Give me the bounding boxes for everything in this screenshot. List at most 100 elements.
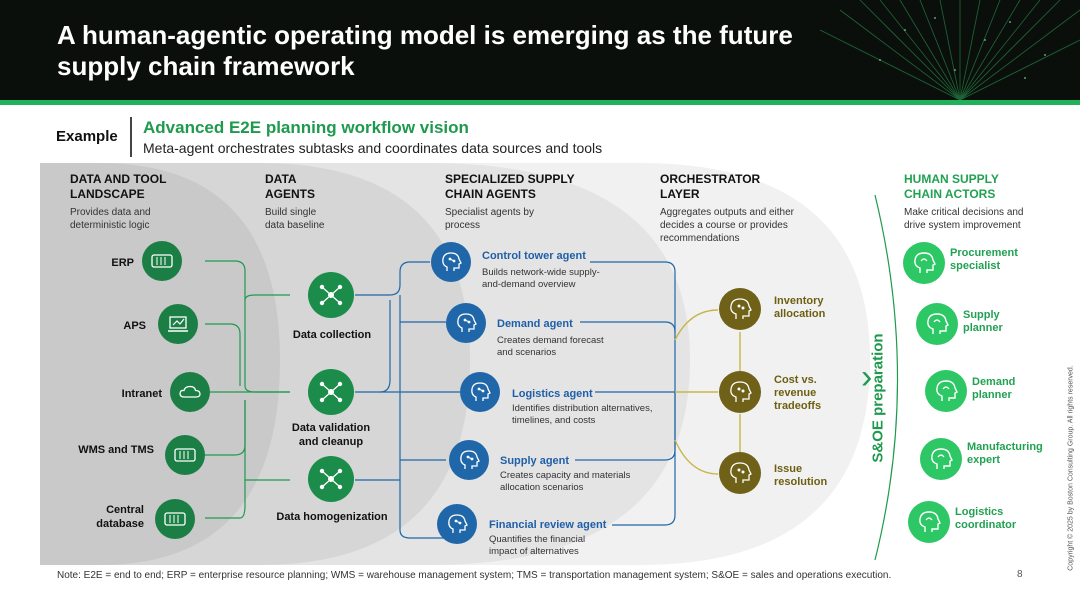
connector-central	[205, 400, 246, 519]
ai-head-icon	[460, 450, 480, 469]
network-icon	[319, 468, 343, 490]
col-desc-data-tools: Provides data and deterministic logic	[70, 207, 151, 231]
demand-planner-node	[925, 370, 967, 412]
source-erp-node	[142, 241, 182, 281]
example-divider	[130, 117, 132, 157]
ai-head-icon	[730, 381, 752, 402]
procurement-specialist-node	[903, 242, 945, 284]
source-central-node	[155, 499, 195, 539]
footnote: Note: E2E = end to end; ERP = enterprise…	[57, 570, 892, 581]
connector-ct-out	[590, 261, 676, 392]
example-label: Example	[56, 128, 118, 145]
demand-agent-desc: Creates demand forecast and scenarios	[497, 335, 604, 358]
cost-revenue-node	[719, 371, 761, 413]
supply-agent-title: Supply agent	[500, 455, 570, 467]
human-head-icon	[919, 511, 941, 532]
connector-da-trunk	[355, 261, 430, 296]
cost-revenue-label: Cost vs. revenue tradeoffs	[774, 374, 822, 412]
supply-agent-desc: Creates capacity and materials allocatio…	[500, 470, 631, 493]
logistics-coordinator-node	[908, 501, 950, 543]
source-aps-node	[158, 304, 198, 344]
source-label-wms: WMS and TMS	[78, 444, 154, 456]
server-icon	[174, 448, 196, 462]
ai-head-icon	[457, 313, 477, 332]
procurement-specialist-label: Procurement specialist	[950, 247, 1018, 272]
col-desc-data-agents: Build single data baseline	[265, 207, 325, 231]
control-tower-agent-desc: Builds network-wide supply-and-demand ov…	[482, 267, 600, 290]
data-validation-label: Data validation and cleanup	[291, 422, 371, 448]
demand-planner-label: Demand planner	[972, 376, 1016, 401]
logistics-agent-title: Logistics agent	[512, 388, 593, 400]
page-number: 8	[1017, 569, 1023, 580]
server-icon	[164, 512, 186, 526]
laptop-chart-icon	[168, 316, 188, 332]
col-heading-data-agents: DATA AGENTS	[265, 172, 316, 201]
header-banner: A human-agentic operating model is emerg…	[0, 0, 1080, 100]
panel-data-tools	[40, 163, 280, 565]
connector-orch-inventory	[674, 309, 719, 341]
human-head-icon	[931, 448, 953, 469]
manufacturing-expert-node	[920, 438, 962, 480]
supply-planner-label: Supply planner	[963, 309, 1003, 334]
human-arc	[874, 194, 899, 561]
logistics-agent-node	[460, 372, 500, 412]
human-head-icon	[927, 313, 949, 334]
connector-fin-out	[612, 392, 676, 526]
inventory-allocation-label: Inventory allocation	[774, 295, 826, 320]
header-decoration	[819, 0, 1080, 100]
copyright-text: Copyright © 2025 by Boston Consulting Gr…	[1067, 365, 1075, 571]
network-icon	[319, 284, 343, 306]
logistics-coordinator-label: Logistics coordinator	[955, 506, 1017, 531]
issue-resolution-node	[719, 452, 761, 494]
col-heading-data-tools: DATA AND TOOL LANDSCAPE	[70, 172, 167, 201]
logistics-agent-desc: Identifies distribution alternatives, ti…	[512, 403, 653, 426]
col-desc-orchestrator: Aggregates outputs and either decides a …	[660, 207, 794, 244]
ai-head-icon	[471, 382, 491, 401]
demand-agent-node	[446, 303, 486, 343]
demand-agent-title: Demand agent	[497, 318, 573, 330]
manufacturing-expert-label: Manufacturing expert	[967, 441, 1043, 466]
ai-head-icon	[730, 298, 752, 319]
human-head-icon	[914, 252, 936, 273]
human-head-icon	[936, 380, 958, 401]
source-intranet-node	[170, 372, 210, 412]
col-heading-orchestrator: ORCHESTRATOR LAYER	[660, 172, 761, 201]
col-desc-specialized: Specialist agents by process	[445, 207, 534, 231]
source-label-aps: APS	[123, 320, 146, 332]
server-icon	[151, 254, 173, 268]
source-label-central: Central database	[96, 504, 144, 530]
ai-head-icon	[448, 514, 468, 533]
chevron-right-icon: ›	[861, 358, 873, 396]
data-collection-label: Data collection	[292, 329, 372, 341]
network-icon	[319, 381, 343, 403]
financial-review-agent-title: Financial review agent	[489, 519, 607, 531]
header-accent-bar	[0, 100, 1080, 105]
control-tower-agent-node	[431, 242, 471, 282]
diagram-subtitle: Meta-agent orchestrates subtasks and coo…	[143, 140, 603, 156]
source-label-intranet: Intranet	[121, 388, 162, 400]
supply-agent-node	[449, 440, 489, 480]
inventory-allocation-node	[719, 288, 761, 330]
connector-aps	[205, 323, 241, 386]
diagram-title: Advanced E2E planning workflow vision	[143, 118, 469, 137]
col-heading-specialized: SPECIALIZED SUPPLY CHAIN AGENTS	[445, 172, 575, 201]
connector-orch-issue	[674, 439, 719, 475]
connector-da-trunk-2	[399, 295, 446, 539]
issue-resolution-label: Issue resolution	[774, 463, 828, 488]
connector-da-val2	[379, 300, 391, 393]
control-tower-agent-title: Control tower agent	[482, 250, 586, 262]
data-homogenization-label: Data homogenization	[276, 511, 388, 523]
ai-head-icon	[730, 462, 752, 483]
financial-review-agent-desc: Quantifies the financial impact of alter…	[489, 534, 586, 557]
soe-preparation-label: S&OE preparation	[869, 333, 887, 463]
page-title: A human-agentic operating model is emerg…	[57, 20, 793, 81]
financial-review-agent-node	[437, 504, 477, 544]
cloud-icon	[179, 385, 201, 398]
col-desc-human: Make critical decisions and drive system…	[904, 207, 1024, 231]
supply-planner-node	[916, 303, 958, 345]
connector-to-collection	[244, 294, 290, 301]
ai-head-icon	[442, 252, 462, 271]
data-homogenization-node	[308, 456, 354, 502]
source-wms-node	[165, 435, 205, 475]
source-label-erp: ERP	[111, 257, 134, 269]
